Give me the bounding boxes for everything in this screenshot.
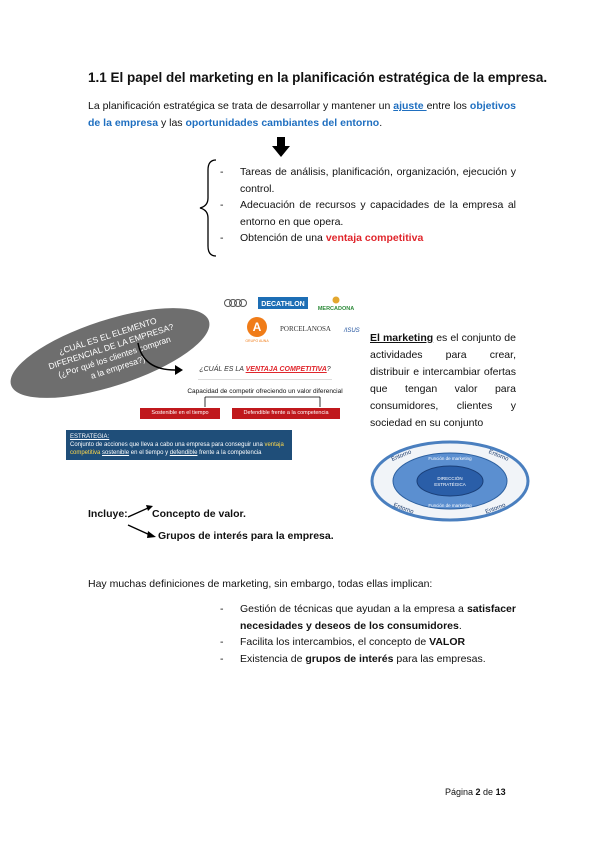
decathlon-text: DECATHLON (261, 301, 304, 308)
curved-arrow-icon (137, 342, 183, 375)
funcion-text: Función de marketing (428, 456, 472, 461)
question-oval: ¿CUÁL ES EL ELEMENTO DIFERENCIAL DE LA E… (10, 308, 210, 398)
mercadona-logo (332, 296, 340, 304)
implications-list: Gestión de técnicas que ayudan a la empr… (220, 601, 516, 667)
list-bold: satisfacer necesidades y deseos de los c… (240, 603, 516, 632)
estrategia-text: Conjunto de acciones que lleva a cabo un… (70, 442, 265, 448)
marketing-definition: El marketing es el conjunto de actividad… (370, 330, 516, 432)
definitions-intro: Hay muchas definiciones de marketing, si… (88, 578, 433, 590)
auna-text: GRUPO AUNA (245, 339, 269, 343)
intro-paragraph: La planificación estratégica se trata de… (88, 98, 516, 132)
list-bold: grupos de interés (305, 652, 394, 665)
svg-text:A: A (253, 320, 262, 334)
vc-capacidad: Capacidad de competir ofreciendo un valo… (187, 388, 343, 395)
vc-sostenible-box: Sostenible en el tiempo (140, 408, 220, 419)
list-text: Facilita los intercambios, el concepto d… (240, 636, 430, 648)
list-text: Existencia de (240, 652, 306, 665)
marketing-term: El marketing (370, 332, 434, 344)
left-brace-icon (199, 159, 217, 257)
intro-text: entre los (426, 100, 470, 112)
list-text: Gestión de técnicas que ayudan a la empr… (240, 603, 467, 615)
arrow-down-icon (272, 137, 290, 157)
oportunidades-highlight: oportunidades cambiantes del entorno (185, 117, 380, 129)
footer-text: de (480, 787, 496, 797)
vc-question-text: ¿CUÁL ES LA (199, 366, 246, 373)
page-title: 1.1 El papel del marketing en la planifi… (88, 70, 548, 85)
tasks-list: Tareas de análisis, planificación, organ… (220, 164, 516, 247)
auna-logo (247, 317, 267, 337)
ventaja-highlight: ventaja competitiva (325, 232, 424, 244)
vc-defendible-box: Defendible frente a la competencia (232, 408, 340, 419)
ajuste-link[interactable]: ajuste (393, 100, 427, 112)
page-footer: Página 2 de 13 (445, 787, 506, 797)
audi-logo (224, 299, 247, 307)
list-item: Facilita los intercambios, el concepto d… (220, 634, 516, 651)
porcelanosa-text: PORCELANOSA (280, 325, 331, 333)
mercadona-text: MERCADONA (318, 306, 354, 312)
ventaja-competitiva-box: ¿CUÁL ES LA VENTAJA COMPETITIVA? Capacid… (140, 362, 370, 422)
vc-connector (204, 396, 321, 407)
list-bold: VALOR (429, 636, 466, 648)
estrategia-text: frente a la competencia (197, 450, 262, 456)
incluye-label: Incluye: (88, 508, 128, 520)
direccion-text: ESTRATÉGICA (434, 481, 465, 487)
estrategia-text: en el tiempo y (129, 450, 170, 456)
brand-logos: DECATHLON MERCADONA A GRUPO AUNA PORCELA… (224, 296, 360, 343)
list-item: Tareas de análisis, planificación, organ… (220, 164, 516, 197)
incluye-item: Grupos de interés para la empresa. (158, 530, 334, 542)
estrategia-box: ESTRATEGIA: Conjunto de acciones que lle… (66, 430, 292, 460)
funcion-text: Función de marketing (428, 503, 472, 508)
vc-question: ¿CUÁL ES LA VENTAJA COMPETITIVA? (198, 366, 332, 380)
page-number: 2 (475, 787, 481, 797)
vc-question-red: VENTAJA COMPETITIVA (245, 366, 327, 373)
page-total: 13 (495, 787, 506, 797)
marketing-definition-text: es el conjunto de actividades para crear… (370, 332, 516, 429)
intro-text: La planificación estratégica se trata de… (88, 100, 394, 112)
decathlon-logo (258, 297, 308, 309)
task-text: Obtención de una (240, 232, 326, 244)
list-item: Gestión de técnicas que ayudan a la empr… (220, 601, 516, 634)
estrategia-underline: defendible (169, 450, 198, 456)
direccion-text: DIRECCIÓN (437, 475, 462, 481)
list-text: . (458, 619, 462, 632)
objetivos-highlight: objetivos de la empresa (88, 100, 516, 129)
footer-text: Página (445, 787, 476, 797)
estrategia-highlight: ventaja competitiva (70, 442, 284, 456)
estrategia-label: ESTRATEGIA: (70, 434, 110, 440)
list-item: Existencia de grupos de interés para las… (220, 651, 516, 668)
list-item: Obtención de una ventaja competitiva (220, 230, 516, 247)
branch-arrows-icon (127, 505, 156, 538)
concentric-diagram: Función de marketing Función de marketin… (370, 440, 530, 522)
estrategia-underline: sostenible (102, 450, 130, 456)
vc-question-text: ? (326, 366, 331, 373)
asus-text: /ISUS (343, 328, 360, 334)
incluye-item: Concepto de valor. (152, 508, 246, 520)
list-item: Adecuación de recursos y capacidades de … (220, 197, 516, 230)
intro-text: . (379, 117, 383, 129)
list-text: para las empresas. (393, 652, 486, 665)
intro-text: y las (158, 117, 186, 129)
